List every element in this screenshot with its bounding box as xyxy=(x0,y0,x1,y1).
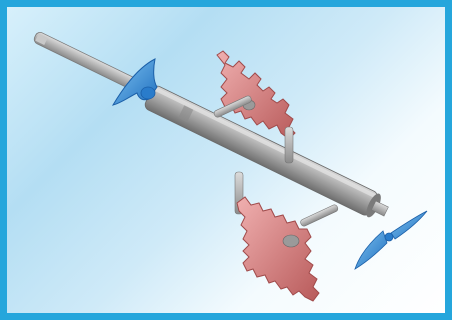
illustration-canvas xyxy=(7,7,445,313)
shaft-icon xyxy=(33,31,392,224)
gear-plate-icon xyxy=(237,197,319,301)
propeller-icon xyxy=(355,211,427,269)
